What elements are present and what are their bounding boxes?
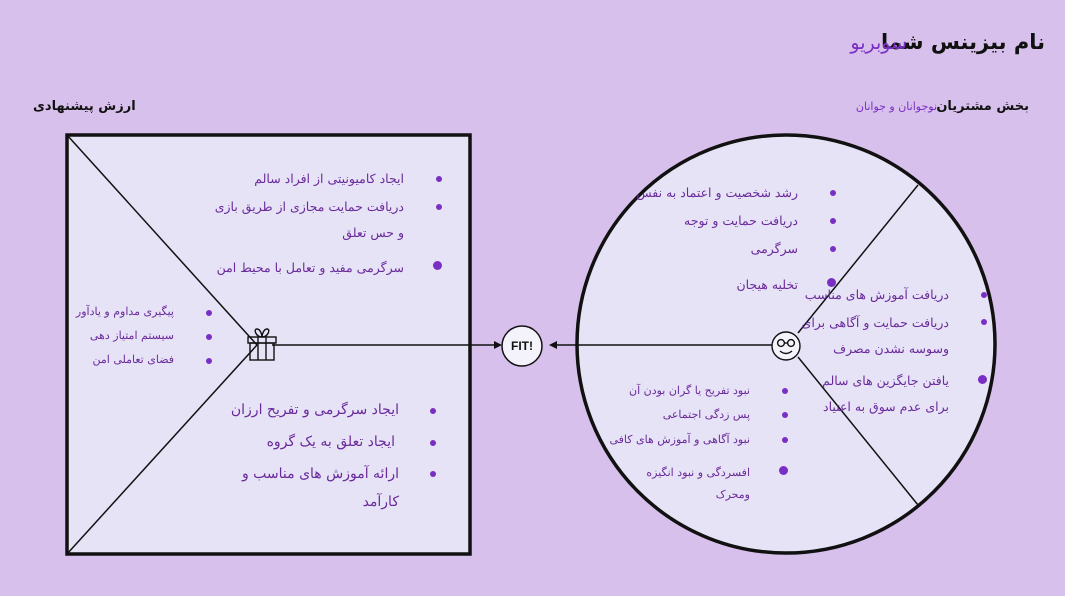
gain-creator-item: و حس تعلق (342, 225, 404, 240)
square-divider-top (66, 134, 258, 346)
pain-reliever-item: ایجاد سرگرمی و تفریح ارزان (230, 402, 399, 418)
gain-item: تخلیه هیجان (736, 277, 798, 292)
pain-bullet (782, 388, 788, 394)
fit-arrow-left (549, 341, 557, 349)
fit-arrow-right (494, 341, 502, 349)
pain-reliever-item: کارآمد (362, 494, 399, 510)
pain-reliever-bullet (430, 408, 436, 414)
product-service-item: سیستم امتیاز دهی (89, 329, 174, 342)
customer-job-bullet (981, 319, 987, 325)
customer-job-item: دریافت حمایت و آگاهی برای (801, 315, 949, 330)
customer-segment-heading: بخش مشتریان (936, 99, 1029, 114)
gain-bullet (830, 218, 836, 224)
circle-divider-bottom (797, 356, 919, 506)
gain-bullet (830, 190, 836, 196)
pain-item: ومحرک (715, 488, 750, 501)
gain-item: سرگرمی (750, 241, 798, 256)
business-name: سوبریو (850, 32, 907, 54)
gain-creator-bullet (436, 204, 442, 210)
pain-reliever-item: ارائه آموزش های مناسب و (241, 466, 399, 482)
customer-job-item: برای عدم سوق به اعتیاد (823, 399, 949, 414)
gain-creator-bullet (436, 176, 442, 182)
customer-segment-value: نوجوانان و جوانان (855, 100, 937, 113)
customer-face-icon (771, 331, 801, 361)
fit-label: FIT! (511, 339, 533, 353)
product-service-bullet (206, 310, 212, 316)
gain-bullet (830, 246, 836, 252)
pain-item: پس زدگی اجتماعی (662, 408, 750, 421)
pain-bullet (782, 437, 788, 443)
circle-divider-top (797, 184, 919, 334)
product-service-bullet (206, 334, 212, 340)
pain-bullet (779, 466, 788, 475)
customer-job-item: یافتن جایگزین های سالم (822, 373, 949, 388)
customer-job-item: دریافت آموزش های مناسب (804, 287, 949, 302)
square-divider-bottom (66, 344, 258, 555)
pain-reliever-bullet (430, 471, 436, 477)
product-service-bullet (206, 358, 212, 364)
gain-creator-bullet (433, 261, 442, 270)
customer-job-item: وسوسه نشدن مصرف (833, 341, 949, 356)
customer-job-bullet (978, 375, 987, 384)
product-service-item: پیگیری مداوم و یادآور (75, 305, 174, 318)
gain-item: رشد شخصیت و اعتماد به نفس (636, 185, 798, 200)
pain-item: نبود تفریح یا گران بودن آن (628, 384, 750, 397)
page-title: نام بیزینس شما (880, 30, 1045, 54)
gain-creator-item: ایجاد کامیونیتی از افراد سالم (254, 171, 404, 186)
value-proposition-heading: ارزش پیشنهادی (33, 99, 136, 114)
gain-bullet (827, 278, 836, 287)
pain-reliever-bullet (430, 440, 436, 446)
fit-circle (501, 325, 543, 367)
gain-creator-item: دریافت حمایت مجازی از طریق بازی (214, 199, 404, 214)
pain-item: نبود آگاهی و آموزش های کافی (609, 433, 750, 446)
pain-bullet (782, 412, 788, 418)
pain-reliever-item: ایجاد تعلق به یک گروه (266, 434, 395, 450)
gain-creator-item: سرگرمی مفید و تعامل با محیط امن (216, 260, 404, 275)
gain-item: دریافت حمایت و توجه (684, 213, 798, 228)
product-service-item: فضای تعاملی امن (92, 353, 175, 366)
customer-job-bullet (981, 292, 987, 298)
pain-item: افسردگی و نبود انگیزه (646, 466, 750, 479)
gift-icon (247, 328, 277, 361)
